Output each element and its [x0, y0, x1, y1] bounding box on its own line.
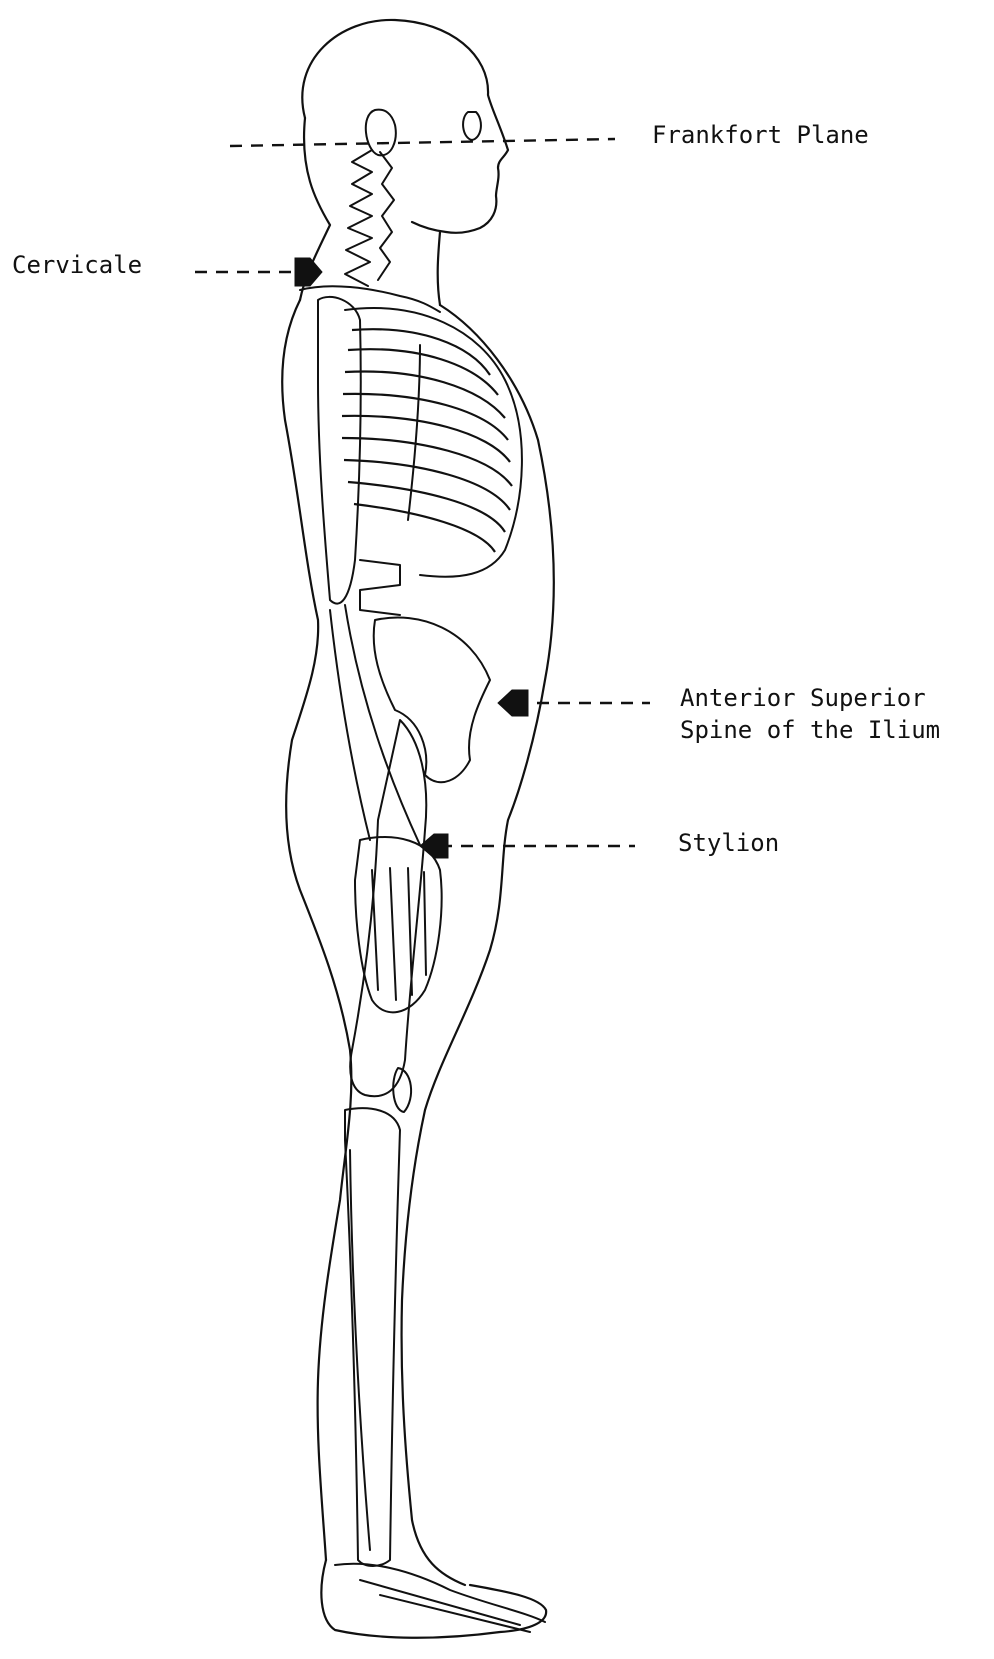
back-outline: [282, 300, 351, 1560]
neck-front-outline: [438, 232, 440, 305]
cervicale-arrow: [295, 258, 322, 286]
femur: [350, 720, 426, 1096]
lumbar-spine: [360, 560, 400, 615]
foot-outline: [321, 1560, 546, 1638]
forearm-ulna: [345, 605, 420, 845]
head-outline: [302, 20, 508, 233]
asis-label-line2: Spine of the Ilium: [680, 715, 940, 745]
ear-shape: [366, 110, 396, 156]
stylion-label: Stylion: [678, 828, 779, 858]
humerus: [318, 297, 361, 604]
sternum: [408, 345, 420, 520]
eye-orbit: [463, 112, 481, 140]
asis-arrow: [498, 690, 528, 716]
frankfort-plane-line: [230, 139, 615, 146]
body-outline: [282, 20, 554, 1638]
asis-label-line1: Anterior Superior: [680, 683, 926, 713]
frankfort-plane-label: Frankfort Plane: [652, 120, 869, 150]
cervical-spine: [345, 150, 394, 286]
rib-cage: [342, 308, 522, 577]
front-outline: [402, 305, 554, 1585]
cervicale-label: Cervicale: [12, 250, 142, 280]
tibia: [345, 1108, 400, 1566]
forearm-radius: [330, 610, 370, 840]
hand-bones: [355, 837, 442, 1012]
